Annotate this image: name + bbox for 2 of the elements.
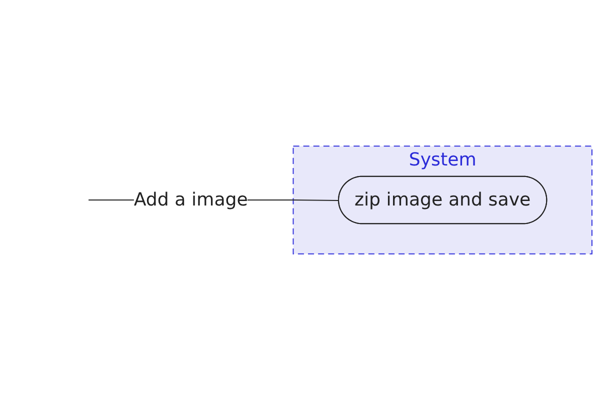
edge-label: Add a image (134, 189, 248, 211)
use-case-ellipse: zip image and save (338, 176, 548, 224)
